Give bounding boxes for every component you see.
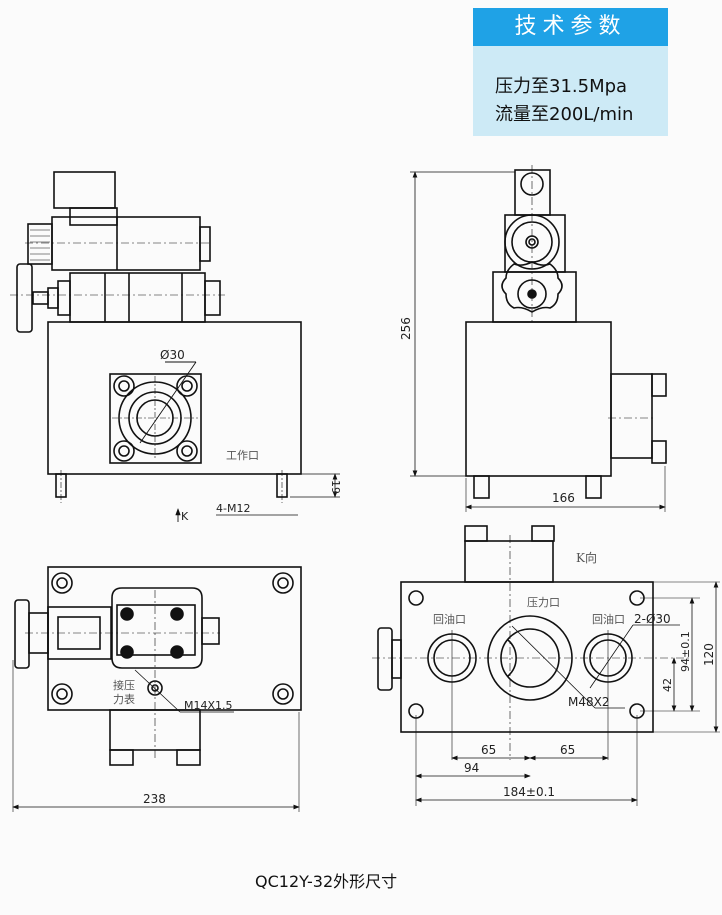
side-connector <box>514 169 551 216</box>
k-view <box>372 525 720 806</box>
return-port-right-label: 回油口 <box>592 612 625 626</box>
front-valve-body <box>47 321 302 475</box>
gauge-thread: M14X1.5 <box>184 699 233 712</box>
front-bolt-spec: 4-M12 <box>216 502 250 515</box>
front-foot-dim: 19 <box>329 480 342 494</box>
pressure-thread: M48X2 <box>568 695 609 709</box>
k-dim-94: 94±0.1 <box>679 631 692 672</box>
side-flange <box>610 373 653 459</box>
gauge-label-2: 力表 <box>113 692 135 706</box>
solenoid-nut <box>199 226 211 262</box>
spec-flow: 流量至200L/min <box>495 104 634 125</box>
front-view <box>10 171 340 522</box>
spec-pressure: 压力至31.5Mpa <box>495 76 628 97</box>
top-view <box>12 566 302 812</box>
k-view-title: K向 <box>576 550 597 565</box>
side-height-dim: 256 <box>399 317 413 340</box>
adjustment-handwheel <box>16 263 33 333</box>
return-port-left-label: 回油口 <box>433 612 466 626</box>
side-view <box>410 165 667 512</box>
front-flange-plate <box>109 373 202 464</box>
top-valve-plate <box>111 587 203 669</box>
tech-spec-title: 技术参数 <box>473 8 668 46</box>
front-flange-bolts <box>113 375 198 462</box>
k-view-arrow-label: K <box>181 510 189 523</box>
top-width-dim: 238 <box>143 792 166 806</box>
k-dim-184: 184±0.1 <box>503 785 555 799</box>
relief-valve-body <box>69 272 206 323</box>
tech-spec-box: 技术参数 压力至31.5Mpa 流量至200L/min <box>473 8 668 136</box>
connector-plug <box>53 171 116 209</box>
k-dim-94-horiz: 94 <box>464 761 479 775</box>
front-port-label: 工作口 <box>226 449 259 462</box>
manual-override <box>27 223 53 265</box>
front-port-diameter: Ø30 <box>160 348 185 362</box>
top-corner-bolts <box>51 572 294 705</box>
k-dim-120: 120 <box>702 643 716 666</box>
k-dim-65-left: 65 <box>481 743 496 757</box>
side-width-dim: 166 <box>552 491 575 505</box>
gauge-label-1: 接压 <box>113 679 135 692</box>
return-port-dia: 2-Ø30 <box>634 612 671 626</box>
pressure-port-label: 压力口 <box>527 596 560 609</box>
relief-valve-nut <box>204 280 221 316</box>
k-dim-42: 42 <box>661 678 674 692</box>
drawing-caption: QC12Y-32外形尺寸 <box>255 872 398 891</box>
side-valve-body <box>465 321 612 477</box>
k-dim-65-right: 65 <box>560 743 575 757</box>
